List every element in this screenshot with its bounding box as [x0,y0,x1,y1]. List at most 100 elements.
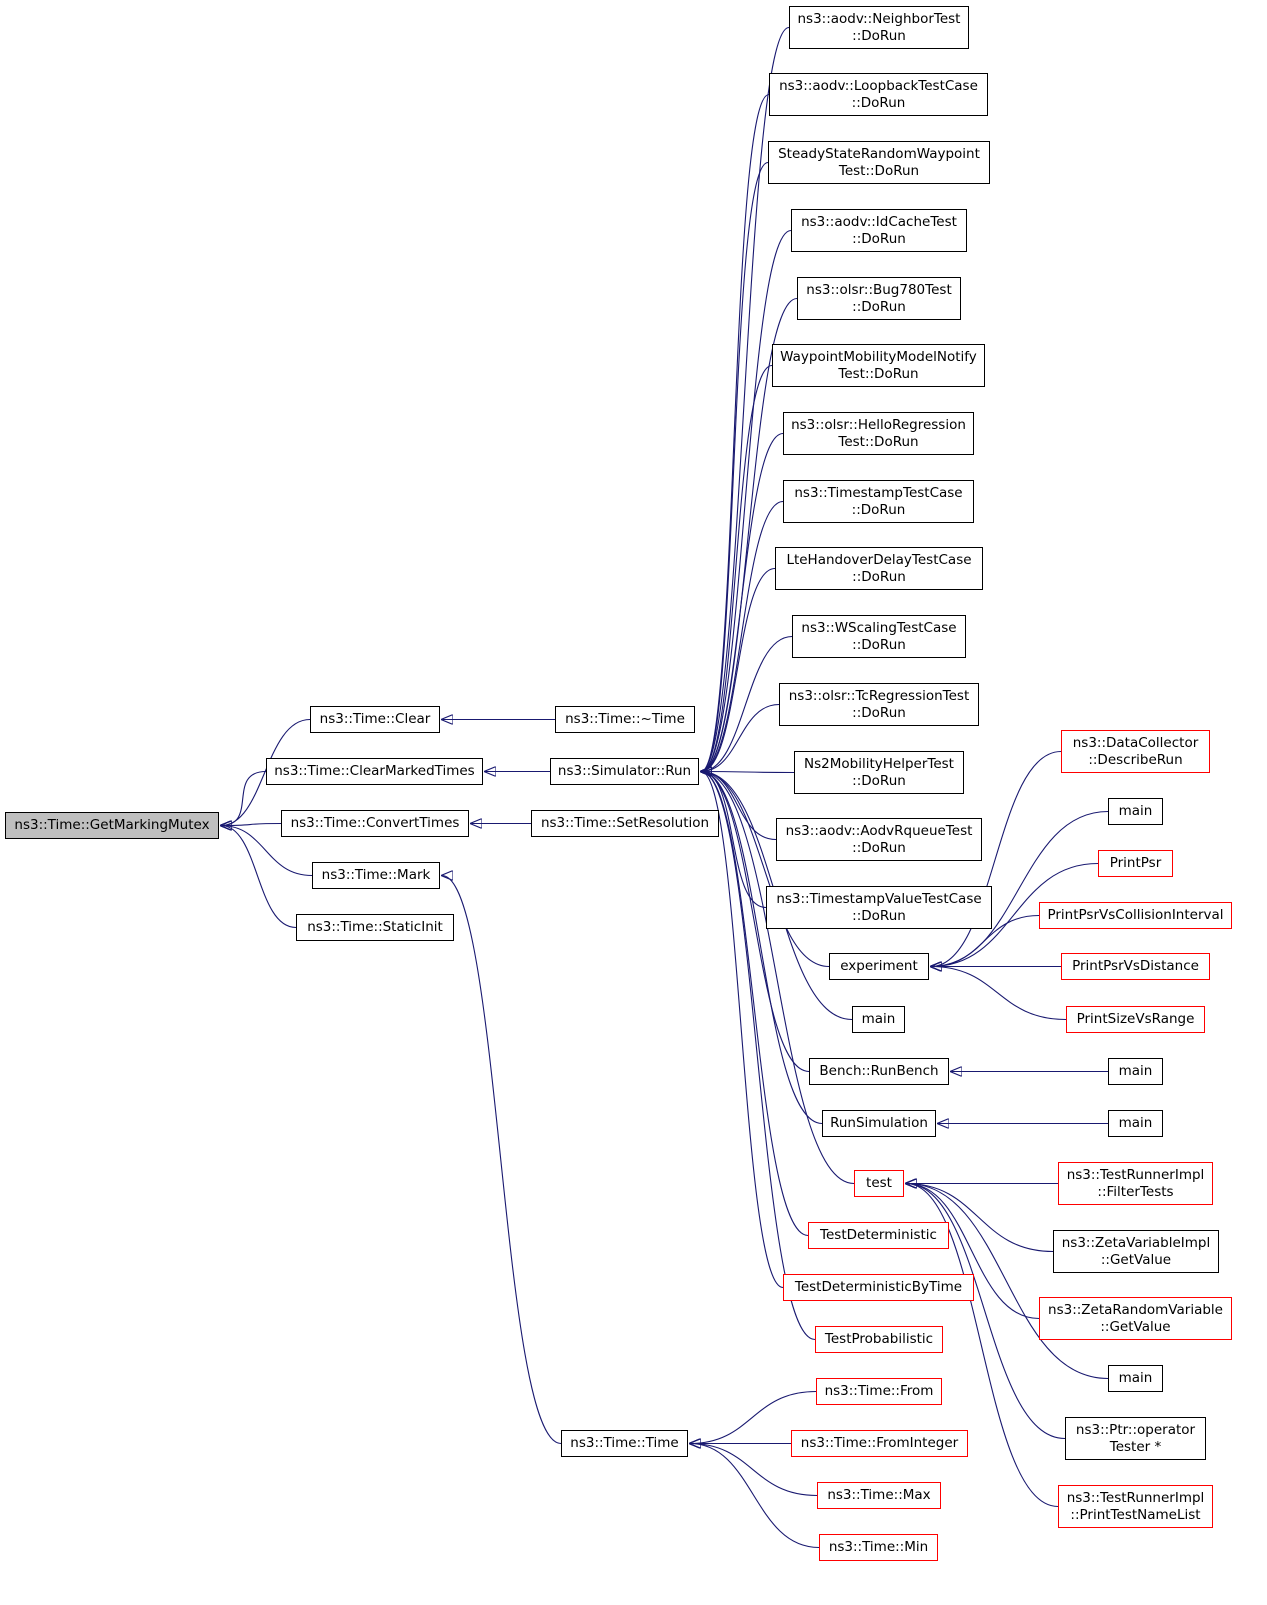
node-t10[interactable]: ns3::WScalingTestCase::DoRun [792,615,966,658]
node-label-line: ns3::aodv::LoopbackTestCase [779,77,978,94]
node-label-line: ns3::ZetaVariableImpl [1061,1234,1211,1251]
edge-printPsrColl-to-experiment [931,914,1040,967]
node-label-line: ns3::olsr::HelloRegression [791,416,966,433]
edge-t7-to-simRun [701,432,784,772]
node-print-psr-coll[interactable]: PrintPsrVsCollisionInterval [1039,902,1232,929]
node-label-line: PrintPsrVsDistance [1072,958,1199,974]
node-static-init[interactable]: ns3::Time::StaticInit [296,914,454,941]
node-clear[interactable]: ns3::Time::Clear [310,706,440,733]
node-label-line: LteHandoverDelayTestCase [786,551,972,568]
edge-t11-to-simRun [701,703,780,772]
node-label-line: main [1118,1115,1153,1131]
node-label-line: ns3::Time::Min [828,1539,929,1555]
node-from[interactable]: ns3::Time::From [816,1378,942,1405]
node-main2[interactable]: main [1108,798,1163,825]
node-data-collector[interactable]: ns3::DataCollector::DescribeRun [1061,730,1210,773]
node-sim-run[interactable]: ns3::Simulator::Run [550,758,699,785]
node-label-line: ns3::ZetaRandomVariable [1048,1301,1223,1318]
node-zeta-rand[interactable]: ns3::ZetaRandomVariable::GetValue [1039,1297,1232,1340]
node-t5[interactable]: ns3::olsr::Bug780Test::DoRun [797,277,961,320]
node-label-line: ns3::Time::Clear [319,711,431,727]
node-label-line: ::DoRun [852,704,906,721]
node-main5[interactable]: main [1108,1365,1163,1392]
node-label-line: ns3::Time::SetResolution [540,815,710,831]
node-label-line: ::DoRun [851,501,906,518]
node-label-line: ::FilterTests [1097,1183,1174,1200]
edge-testProb-to-simRun [701,772,816,1341]
node-t11[interactable]: ns3::olsr::TcRegressionTest::DoRun [779,683,979,726]
node-main4[interactable]: main [1108,1110,1163,1137]
edge-printPsr-to-experiment [931,862,1099,967]
node-t9[interactable]: LteHandoverDelayTestCase::DoRun [775,547,983,590]
node-test[interactable]: test [854,1170,904,1197]
node-print-size[interactable]: PrintSizeVsRange [1066,1006,1205,1033]
node-label-line: ::DescribeRun [1088,751,1183,768]
node-label-line: ns3::aodv::AodvRqueueTest [785,822,973,839]
node-dtor[interactable]: ns3::Time::~Time [555,706,695,733]
node-label-line: Ns2MobilityHelperTest [804,755,954,772]
node-label-line: ::DoRun [852,772,906,789]
node-t2[interactable]: ns3::aodv::LoopbackTestCase::DoRun [769,73,988,116]
edge-printTestNames-to-test [906,1184,1059,1508]
node-label-line: ns3::Time::FromInteger [800,1435,959,1451]
node-zeta-var[interactable]: ns3::ZetaVariableImpl::GetValue [1053,1230,1219,1273]
edge-t1-to-simRun [701,26,790,772]
node-label-line: TestProbabilistic [824,1331,934,1347]
node-mark[interactable]: ns3::Time::Mark [312,862,440,889]
node-t13[interactable]: ns3::aodv::AodvRqueueTest::DoRun [776,818,982,861]
edge-max-to-timeCtor [690,1444,818,1497]
node-print-psr-dist[interactable]: PrintPsrVsDistance [1061,953,1210,980]
node-min[interactable]: ns3::Time::Min [819,1534,938,1561]
node-label-line: ns3::Time::ClearMarkedTimes [274,763,475,779]
node-test-det[interactable]: TestDeterministic [808,1222,949,1249]
edge-staticInit-to-getMarkingMutex [221,826,297,929]
node-test-det-time[interactable]: TestDeterministicByTime [783,1274,974,1301]
node-main3[interactable]: main [1108,1058,1163,1085]
node-label-line: ::DoRun [852,298,906,315]
node-t4[interactable]: ns3::aodv::IdCacheTest::DoRun [791,209,967,252]
node-t8[interactable]: ns3::TimestampTestCase::DoRun [783,480,974,523]
node-label-line: PrintPsrVsCollisionInterval [1047,907,1224,923]
edge-experiment-to-simRun [701,772,830,968]
edge-test-to-simRun [701,772,855,1185]
node-filter-tests[interactable]: ns3::TestRunnerImpl::FilterTests [1058,1162,1213,1205]
node-clear-marked[interactable]: ns3::Time::ClearMarkedTimes [266,758,483,785]
node-experiment[interactable]: experiment [829,953,929,980]
node-label-line: ns3::Ptr::operator [1075,1421,1196,1438]
edge-main5-to-test [906,1184,1109,1380]
edge-mark-to-getMarkingMutex [221,826,313,877]
edge-ptrOp-to-test [906,1184,1066,1440]
node-label-line: ::GetValue [1100,1318,1171,1335]
node-max[interactable]: ns3::Time::Max [817,1482,941,1509]
node-label-line: ns3::WScalingTestCase [801,619,957,636]
node-print-test-names[interactable]: ns3::TestRunnerImpl::PrintTestNameList [1058,1485,1213,1528]
node-run-sim[interactable]: RunSimulation [822,1110,936,1137]
node-test-prob[interactable]: TestProbabilistic [815,1326,943,1353]
node-time-ctor[interactable]: ns3::Time::Time [561,1430,688,1457]
node-t14[interactable]: ns3::TimestampValueTestCase::DoRun [766,886,992,929]
node-convert-times[interactable]: ns3::Time::ConvertTimes [281,810,469,837]
node-main1[interactable]: main [852,1006,905,1033]
node-get-marking-mutex[interactable]: ns3::Time::GetMarkingMutex [5,812,219,839]
node-set-res[interactable]: ns3::Time::SetResolution [531,810,719,837]
node-label-line: main [1118,803,1153,819]
node-bench[interactable]: Bench::RunBench [809,1058,949,1085]
node-t1[interactable]: ns3::aodv::NeighborTest::DoRun [789,6,969,49]
edge-t3-to-simRun [701,161,769,772]
node-from-int[interactable]: ns3::Time::FromInteger [791,1430,968,1457]
node-label-line: SteadyStateRandomWaypoint [778,145,980,162]
edge-t6-to-simRun [701,364,773,772]
node-label-line: RunSimulation [830,1115,928,1131]
node-print-psr[interactable]: PrintPsr [1098,850,1173,877]
node-label-line: ns3::aodv::IdCacheTest [801,213,957,230]
node-t12[interactable]: Ns2MobilityHelperTest::DoRun [794,751,964,794]
edge-zetaRand-to-test [906,1184,1040,1320]
node-label-line: ns3::TimestampValueTestCase [776,890,982,907]
edge-t12-to-simRun [701,772,795,773]
